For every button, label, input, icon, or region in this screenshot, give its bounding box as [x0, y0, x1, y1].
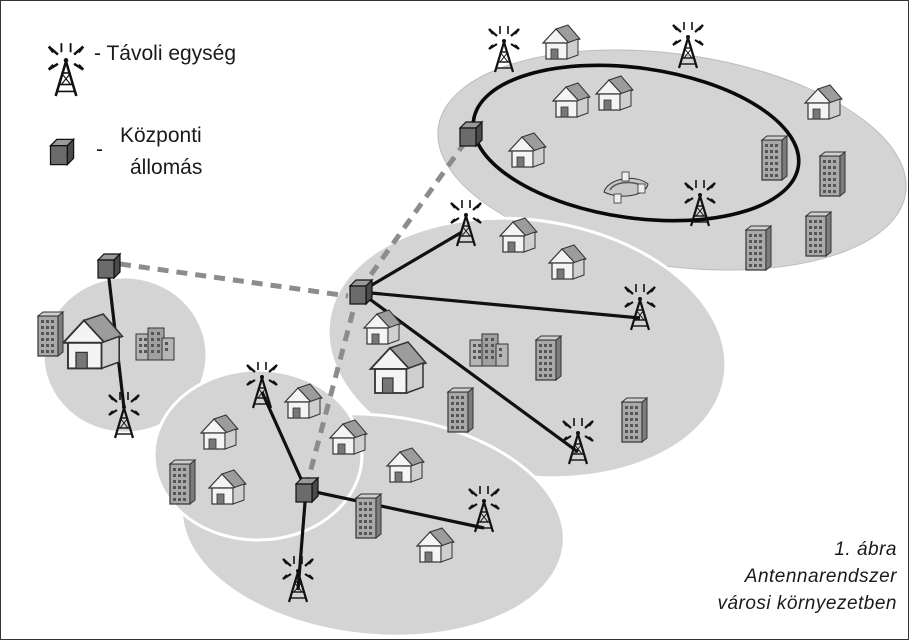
cell-top-right: [437, 49, 907, 271]
legend-station-label-line1: Központi: [120, 124, 202, 147]
office-building-icon: [745, 225, 772, 271]
figure-caption: 1. ábra Antennarendszer városi környezet…: [717, 536, 897, 617]
legend-station-dash: -: [96, 138, 103, 162]
office-building-icon: [761, 135, 788, 181]
house-icon: [542, 24, 581, 60]
legend-station-entry: Központi állomás: [120, 120, 202, 184]
legend-icons: [47, 41, 85, 166]
caption-subtitle: városi környezetben: [717, 593, 897, 614]
link: [359, 230, 463, 294]
office-building-icon: [621, 397, 648, 443]
office-building-icon: [169, 459, 196, 505]
central-station-cube-icon: [97, 253, 121, 279]
office-building-icon: [37, 311, 64, 357]
central-station-cube-icon: [459, 121, 483, 147]
central-station-cube-icon: [295, 477, 319, 503]
legend-antenna-entry: - Távoli egység: [94, 42, 236, 66]
caption-number: 1. ábra: [834, 539, 897, 560]
office-building-icon: [355, 493, 382, 539]
legend-dash: -: [94, 42, 101, 65]
legend-dash: -: [96, 138, 103, 161]
backbone-link: [303, 299, 359, 489]
backbone-link: [119, 261, 349, 299]
legend-station-icon: [49, 138, 75, 166]
backbone-links: [119, 136, 471, 489]
legend-station-label-line2: állomás: [130, 156, 203, 179]
link: [305, 488, 485, 530]
backbone-link: [357, 136, 471, 292]
office-building-icon: [535, 335, 562, 381]
central-station-cube-icon: [349, 279, 373, 305]
office-building-icon: [819, 151, 846, 197]
office-building-icon: [447, 387, 474, 433]
legend-antenna-icon: [47, 41, 85, 98]
office-building-icon: [805, 211, 832, 257]
link: [260, 391, 308, 491]
caption-title: Antennarendszer: [744, 566, 897, 587]
link: [359, 290, 641, 320]
legend-antenna-label: Távoli egység: [106, 42, 237, 65]
